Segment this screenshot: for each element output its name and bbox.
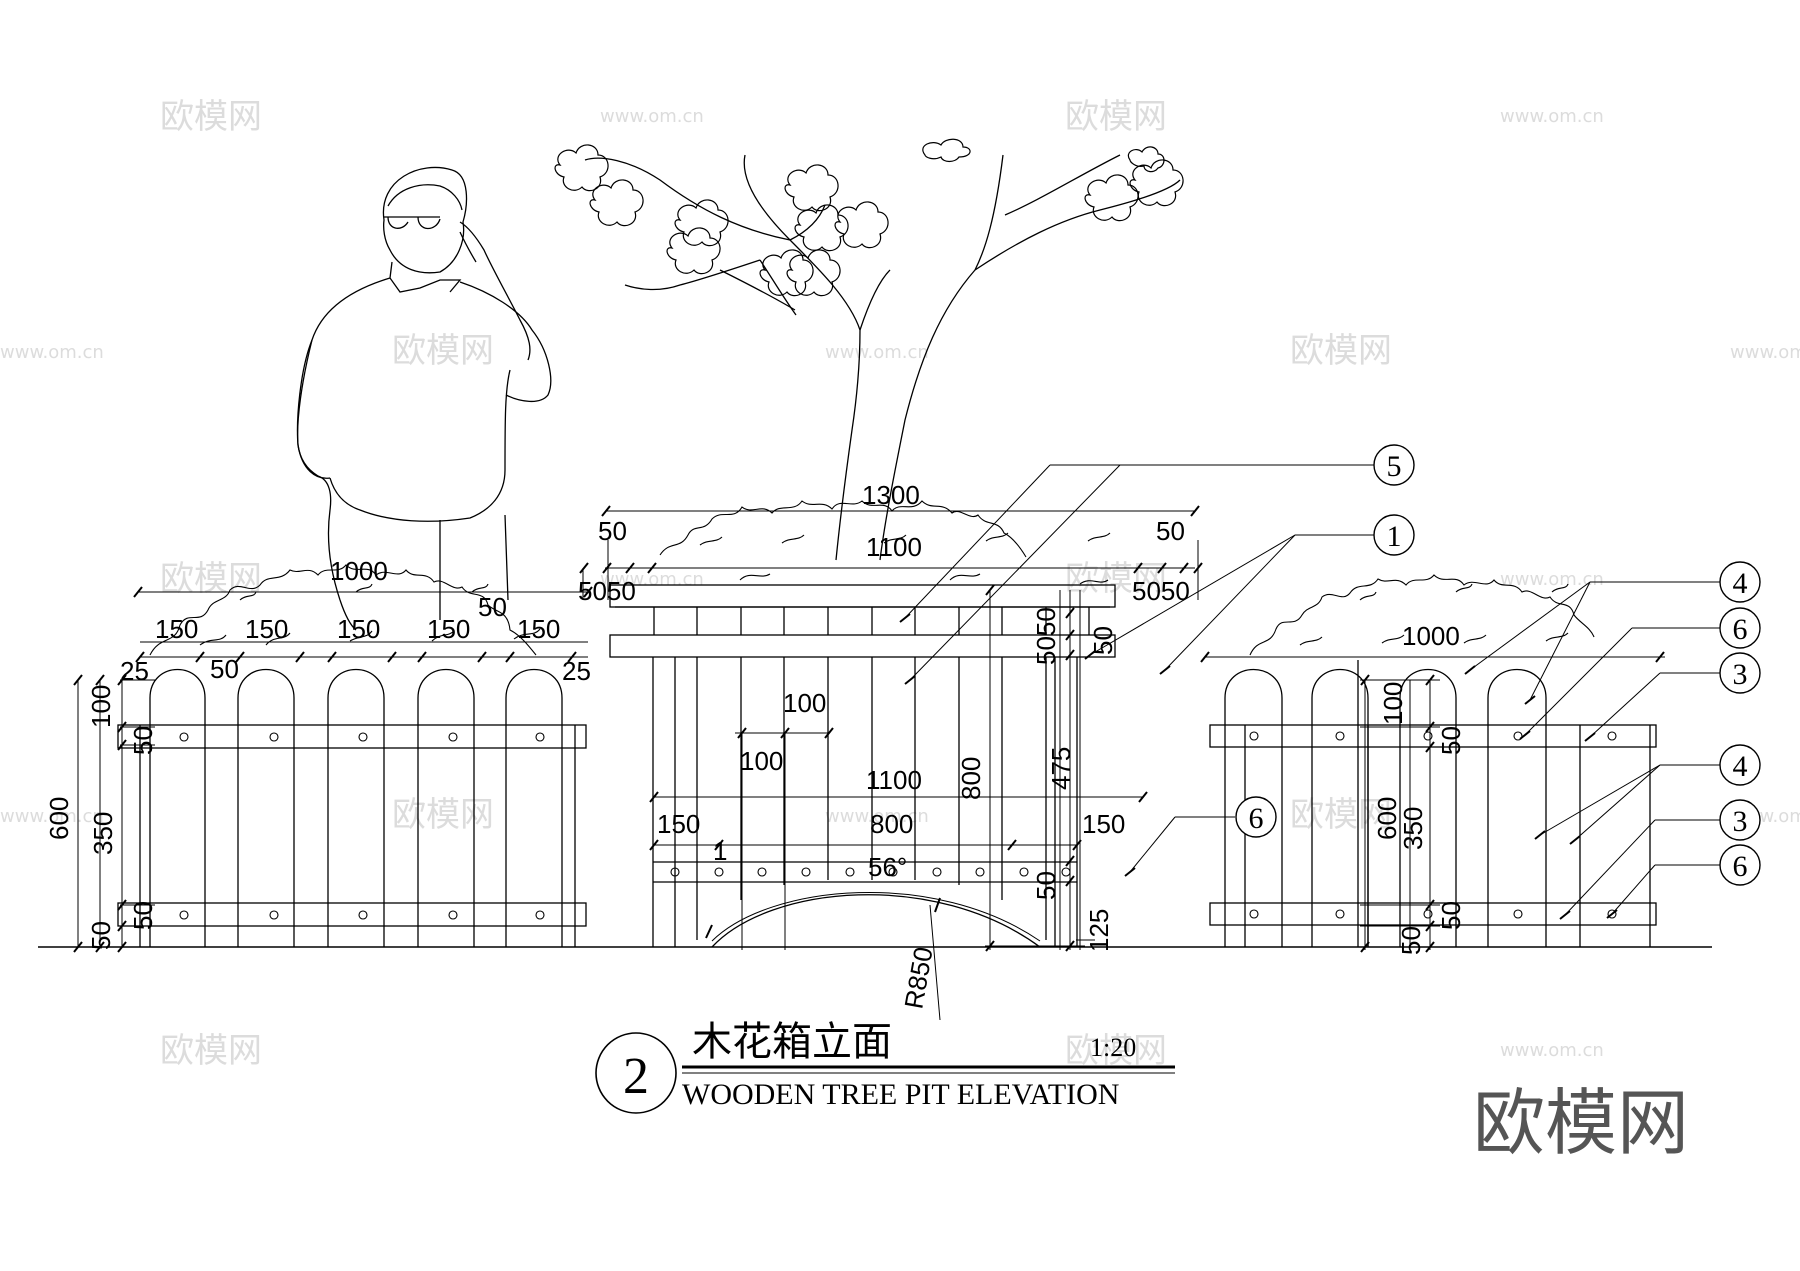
dim-center-angle: 56° (868, 852, 907, 882)
dim-left-150: 150 (245, 614, 288, 644)
dim-center-5050-right: 5050 (1132, 576, 1190, 606)
tree-icon (554, 138, 1184, 561)
svg-text:3: 3 (1733, 805, 1748, 838)
watermark-site: www.om.cn (825, 806, 929, 827)
watermark-brand: 欧模网 (1065, 559, 1167, 599)
watermark-brand: 欧模网 (160, 1031, 262, 1071)
watermark-brand: 欧模网 (160, 97, 262, 137)
dim-center-50: 50 (1156, 516, 1185, 546)
right-planter-box (1209, 660, 1657, 947)
watermark-brand: 欧模网 (1290, 795, 1392, 835)
dim-left-150: 150 (155, 614, 198, 644)
callout-bubble: 1 (1373, 514, 1415, 556)
dim-left-100: 100 (86, 685, 116, 728)
dim-center-1100-mid: 1100 (866, 765, 922, 795)
right-box-dimensions (1200, 651, 1665, 953)
title-scale: 1:20 (1090, 1033, 1136, 1062)
dim-left-600: 600 (44, 797, 74, 840)
dim-center-50: 50 (598, 516, 627, 546)
dim-center-800: 800 (870, 809, 913, 839)
svg-text:6: 6 (1733, 850, 1748, 883)
left-box-dimensions (73, 586, 593, 953)
dim-center-5050-vertical: 5050 (1031, 607, 1061, 665)
watermark-site: www.om.cn (1500, 106, 1604, 127)
dim-center-800-vertical: 800 (956, 757, 986, 800)
svg-text:6: 6 (1249, 802, 1264, 835)
title-cn: 木花箱立面 (692, 1019, 892, 1065)
dim-left-350: 350 (88, 812, 118, 855)
svg-text:1: 1 (1387, 520, 1402, 553)
dim-left-50: 50 (128, 901, 158, 930)
dim-right-50: 50 (1436, 901, 1466, 930)
left-planter-box (117, 668, 587, 947)
dim-center-50: 50 (1088, 626, 1118, 655)
dim-left-150: 150 (517, 614, 560, 644)
title-block: 2 木花箱立面 1:20 WOODEN TREE PIT ELEVATION (595, 1019, 1175, 1114)
watermark-site: www.om.cn (1500, 1040, 1604, 1061)
dim-center-50: 50 (1031, 871, 1061, 900)
dim-center-150-right: 150 (1082, 809, 1125, 839)
svg-text:5: 5 (1387, 450, 1402, 483)
dim-center-1: 1 (713, 836, 727, 866)
dim-left-150: 150 (337, 614, 380, 644)
dim-left-1000: 1000 (330, 556, 388, 586)
watermark-brand: 欧模网 (160, 559, 262, 599)
callout-bubble: 6 (1719, 844, 1761, 886)
dim-left-150: 150 (427, 614, 470, 644)
svg-text:3: 3 (1733, 658, 1748, 691)
watermark-brand: 欧模网 (1290, 331, 1392, 371)
callout-bubble: 6 (1235, 796, 1277, 838)
human-figure-icon (296, 166, 552, 631)
watermark-site: www.om.cn (600, 106, 704, 127)
callout-bubble: 6 (1719, 607, 1761, 649)
dim-left-25: 25 (562, 656, 591, 686)
title-number: 2 (623, 1048, 649, 1105)
dim-right-50: 50 (1436, 726, 1466, 755)
watermark-brand: 欧模网 (392, 795, 494, 835)
dim-center-1100-top: 1100 (866, 532, 922, 562)
watermark-brand: 欧模网 (1065, 97, 1167, 137)
dim-left-50: 50 (478, 592, 507, 622)
dim-center-radius: R850 (898, 945, 938, 1011)
watermark-site: www.om.cn (825, 342, 929, 363)
watermark-site: www.om.cn (1500, 569, 1604, 590)
dim-center-150-left: 150 (657, 809, 700, 839)
watermark-site: www.om.cn (0, 342, 104, 363)
dim-center-5050-left: 5050 (578, 576, 636, 606)
callout-bubble: 3 (1719, 799, 1761, 841)
svg-text:4: 4 (1733, 567, 1748, 600)
brand-watermark-large: 欧模网 (1473, 1081, 1689, 1165)
dim-left-50: 50 (86, 921, 116, 950)
dim-right-100: 100 (1378, 682, 1408, 725)
svg-text:4: 4 (1733, 750, 1748, 783)
dim-left-50: 50 (210, 654, 239, 684)
dim-center-100: 100 (740, 746, 783, 776)
center-planter-box (609, 584, 1116, 948)
dim-right-350: 350 (1398, 807, 1428, 850)
title-number-circle (595, 1032, 677, 1114)
watermark-brand: 欧模网 (1065, 1031, 1167, 1071)
callout-bubble: 4 (1719, 744, 1761, 786)
callout-bubble: 3 (1719, 652, 1761, 694)
dim-center-125: 125 (1084, 909, 1114, 952)
dim-right-50: 50 (1396, 926, 1426, 955)
title-en: WOODEN TREE PIT ELEVATION (682, 1078, 1119, 1111)
watermark-site: www.om.cn (1730, 342, 1800, 363)
dim-right-600: 600 (1372, 797, 1402, 840)
shrub-foliage (149, 500, 1595, 656)
dim-center-1300: 1300 (862, 480, 920, 510)
callout-leaders (899, 464, 1720, 920)
dim-left-50: 50 (128, 726, 158, 755)
callout-bubble: 4 (1719, 561, 1761, 603)
svg-text:6: 6 (1733, 613, 1748, 646)
dim-center-100: 100 (783, 688, 826, 718)
watermark-brand: 欧模网 (392, 331, 494, 371)
dim-center-475: 475 (1046, 747, 1076, 790)
dim-right-1000: 1000 (1402, 621, 1460, 651)
dim-left-25: 25 (120, 656, 149, 686)
center-box-dimensions (579, 505, 1203, 1021)
callout-bubble: 5 (1373, 444, 1415, 486)
